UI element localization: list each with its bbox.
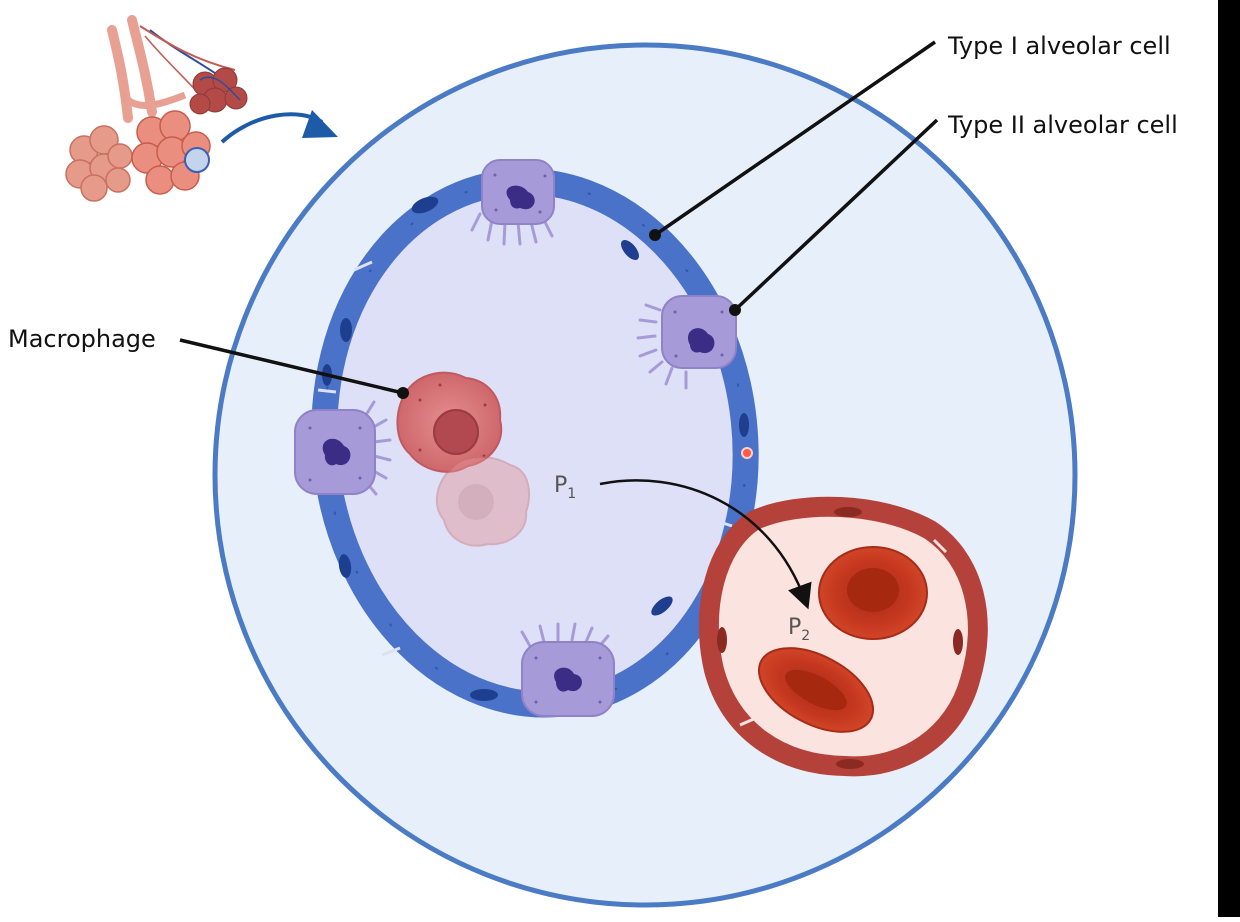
diffusion-arrow [599, 479, 812, 610]
label-macrophage: Macrophage [8, 325, 156, 353]
macrophage-pointer-dot [397, 387, 409, 399]
macrophage-faded [435, 456, 530, 547]
type-2-cell-top [470, 159, 555, 246]
type-2-pointer-dot [729, 304, 741, 316]
capillary [698, 496, 988, 777]
type-1-cell-nuclei [322, 196, 749, 701]
red-blood-cell-top [818, 546, 928, 640]
type-2-cell-bottom [520, 622, 615, 717]
right-edge-bar [1218, 0, 1240, 917]
type-1-pointer-dot [649, 229, 661, 241]
p1-label: P1 [554, 473, 576, 502]
leader-lines [179, 40, 939, 395]
label-type-2-alveolar-cell: Type II alveolar cell [947, 111, 1178, 139]
type-2-cell-right [636, 295, 737, 390]
lung-inset-illustration [65, 15, 338, 202]
label-type-1-alveolar-cell: Type I alveolar cell [947, 32, 1171, 60]
type-2-cell-left [294, 400, 392, 496]
cursor-dot [741, 447, 753, 459]
p2-label: P2 [788, 615, 810, 644]
red-blood-cell-bottom [757, 647, 875, 733]
macrophage-cell [396, 371, 503, 473]
